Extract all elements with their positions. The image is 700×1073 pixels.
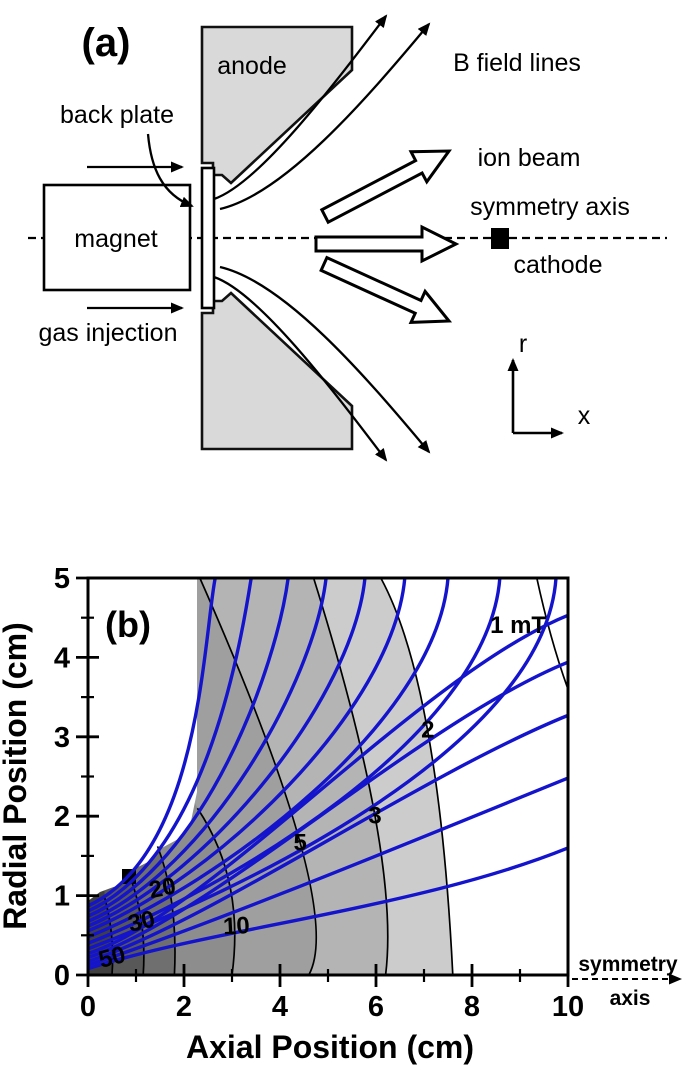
x-tick-label: 6 xyxy=(368,991,384,1023)
x-tick-label: 10 xyxy=(552,991,584,1023)
field-line-top-4 xyxy=(88,578,367,928)
y-tick-label: 4 xyxy=(54,642,70,674)
anode-lower-shape xyxy=(200,291,354,451)
axis-word-label: axis xyxy=(610,987,651,1010)
x-axis-label: x xyxy=(578,402,591,430)
b-field-line-upper-1 xyxy=(213,14,388,201)
panel-a-schematic: (a) anode back plate magnet gas injectio… xyxy=(28,14,667,462)
contour-line-3 xyxy=(312,578,389,975)
back-plate-shape xyxy=(200,166,216,310)
field-line-top-1 xyxy=(88,578,253,913)
source-silhouette-shape xyxy=(88,578,197,901)
magnetic-field-lines xyxy=(88,578,568,971)
anode-upper-shape xyxy=(200,25,354,185)
y-tick-label: 3 xyxy=(54,722,70,754)
y-tick-label: 2 xyxy=(54,801,70,833)
field-line-top-2 xyxy=(88,578,290,918)
field-line-top-6 xyxy=(88,578,450,939)
panel-a-tag: (a) xyxy=(82,21,131,65)
x-tick-label: 0 xyxy=(80,991,96,1023)
field-line-right-3 xyxy=(88,776,568,967)
cathode-label: cathode xyxy=(514,251,603,279)
x-tick-label: 8 xyxy=(464,991,480,1023)
ion-beam-label: ion beam xyxy=(478,144,581,172)
back-plate-label: back plate xyxy=(60,101,174,129)
contour-label-50: 50 xyxy=(96,941,128,974)
panel-b-tag: (b) xyxy=(105,604,151,645)
y-tick-label: 1 xyxy=(54,881,70,913)
field-line-right-4 xyxy=(88,846,568,971)
field-line-right-1 xyxy=(88,660,568,960)
x-tick-label: 4 xyxy=(272,991,288,1023)
b-field-line-lower-1 xyxy=(213,275,388,462)
b-field-line-lower-2 xyxy=(219,265,431,454)
y-axis-title: Radial Position (cm) xyxy=(0,622,33,930)
magnet-box xyxy=(42,183,192,292)
cathode-square xyxy=(491,228,509,249)
contour-line-2 xyxy=(380,578,454,975)
y-tick-label: 0 xyxy=(54,960,70,992)
b-field-line-upper-2 xyxy=(219,22,431,211)
symmetry-axis-label: symmetry axis xyxy=(470,193,630,221)
r-axis-label: r xyxy=(519,330,527,358)
field-line-right-0 xyxy=(88,613,568,956)
contour-line-1 xyxy=(535,578,568,690)
field-line-top-3 xyxy=(88,578,328,923)
contour-label-20: 20 xyxy=(147,872,178,904)
axis-ticks xyxy=(76,576,570,987)
field-line-right-2 xyxy=(88,713,568,964)
ion-beam-arrow-upper xyxy=(319,149,452,225)
contour-line-30 xyxy=(128,873,145,975)
ion-beam-arrow-lower xyxy=(319,255,453,324)
magnet-label: magnet xyxy=(74,225,157,253)
y-tick-label: 5 xyxy=(54,563,70,595)
field-line-top-5 xyxy=(88,578,407,933)
contour-label-5: 5 xyxy=(293,829,306,856)
ion-beam-arrow-middle xyxy=(314,224,460,264)
field-line-top-8 xyxy=(88,578,558,951)
ion-beam-arrows xyxy=(314,149,460,324)
back-plate-pointer-arrow xyxy=(146,133,194,208)
contour-label-30: 30 xyxy=(125,906,157,938)
x-tick-label: 2 xyxy=(176,991,192,1023)
b-field-lines-label: B field lines xyxy=(453,49,581,77)
anode-label: anode xyxy=(217,52,287,80)
contour-label-1: 1 mT xyxy=(490,612,546,639)
symmetry-word-label: symmetry xyxy=(578,953,678,976)
field-line-top-0 xyxy=(88,578,217,908)
axis-tick-labels: 0 2 4 6 8 10 0 1 2 3 4 5 xyxy=(54,563,584,1023)
x-axis-title: Axial Position (cm) xyxy=(186,1029,474,1065)
gas-injection-label: gas injection xyxy=(39,319,178,347)
contour-label-10: 10 xyxy=(222,912,250,940)
contour-label-2: 2 xyxy=(421,717,434,744)
contour-label-3: 3 xyxy=(368,802,381,829)
